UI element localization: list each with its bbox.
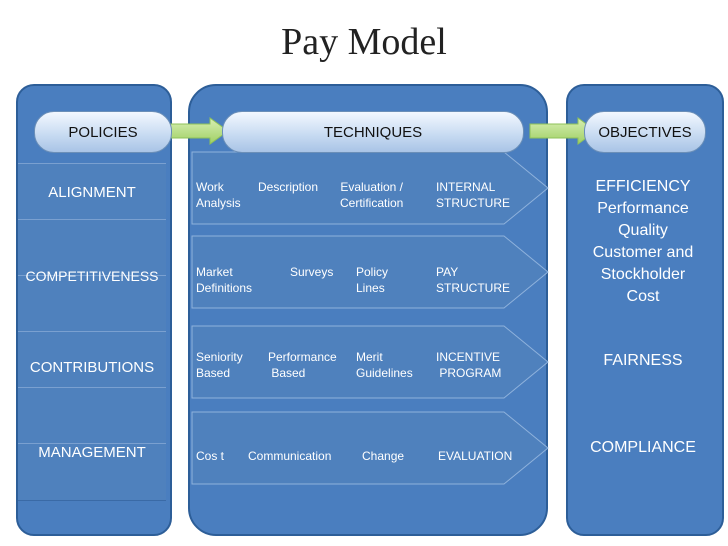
policy-row [18,163,166,221]
objective-compliance: COMPLIANCE [590,439,696,456]
objectives-header: OBJECTIVES [584,111,706,153]
technique-cell: Surveys [290,265,334,279]
policy-row [18,443,166,501]
technique-cell: Work Analysis [196,180,241,210]
policy-management: MANAGEMENT [38,444,146,461]
technique-cell: Merit Guidelines [356,350,413,380]
technique-cell: Policy Lines [356,265,389,295]
policies-header: POLICIES [34,111,172,153]
technique-cell: Seniority Based [196,350,243,380]
objective-fairness: FAIRNESS [603,352,683,369]
technique-cell: Cos t [196,449,225,463]
technique-cell: Performance Based [268,350,337,380]
technique-cell: Communication [248,449,332,463]
technique-cell: Change [362,449,405,463]
policy-row [18,387,166,445]
objectives-panel [566,84,724,536]
policy-competitiveness: COMPETITIVENESS [25,268,159,284]
objective-efficiency: EFFICIENCY Performance Quality Customer … [592,178,694,305]
technique-cell: Market Definitions [196,265,253,295]
technique-cell: Evaluation / Certification [340,180,404,210]
policy-row [18,275,166,333]
policy-alignment: ALIGNMENT [48,184,136,201]
technique-cell: Description [258,180,319,194]
technique-cell: EVALUATION [438,449,513,463]
technique-cell: INCENTIVE PROGRAM [436,350,502,380]
technique-cell: PAY STRUCTURE [436,265,510,295]
technique-arrow-3 [191,325,549,399]
technique-cell: INTERNAL STRUCTURE [436,180,510,210]
technique-arrow-4 [191,411,549,485]
green-arrow-left [167,117,229,145]
technique-arrow-2 [191,235,549,309]
policy-contributions: CONTRIBUTIONS [29,359,155,376]
techniques-header: TECHNIQUES [222,111,524,153]
page-title: Pay Model [281,21,447,63]
